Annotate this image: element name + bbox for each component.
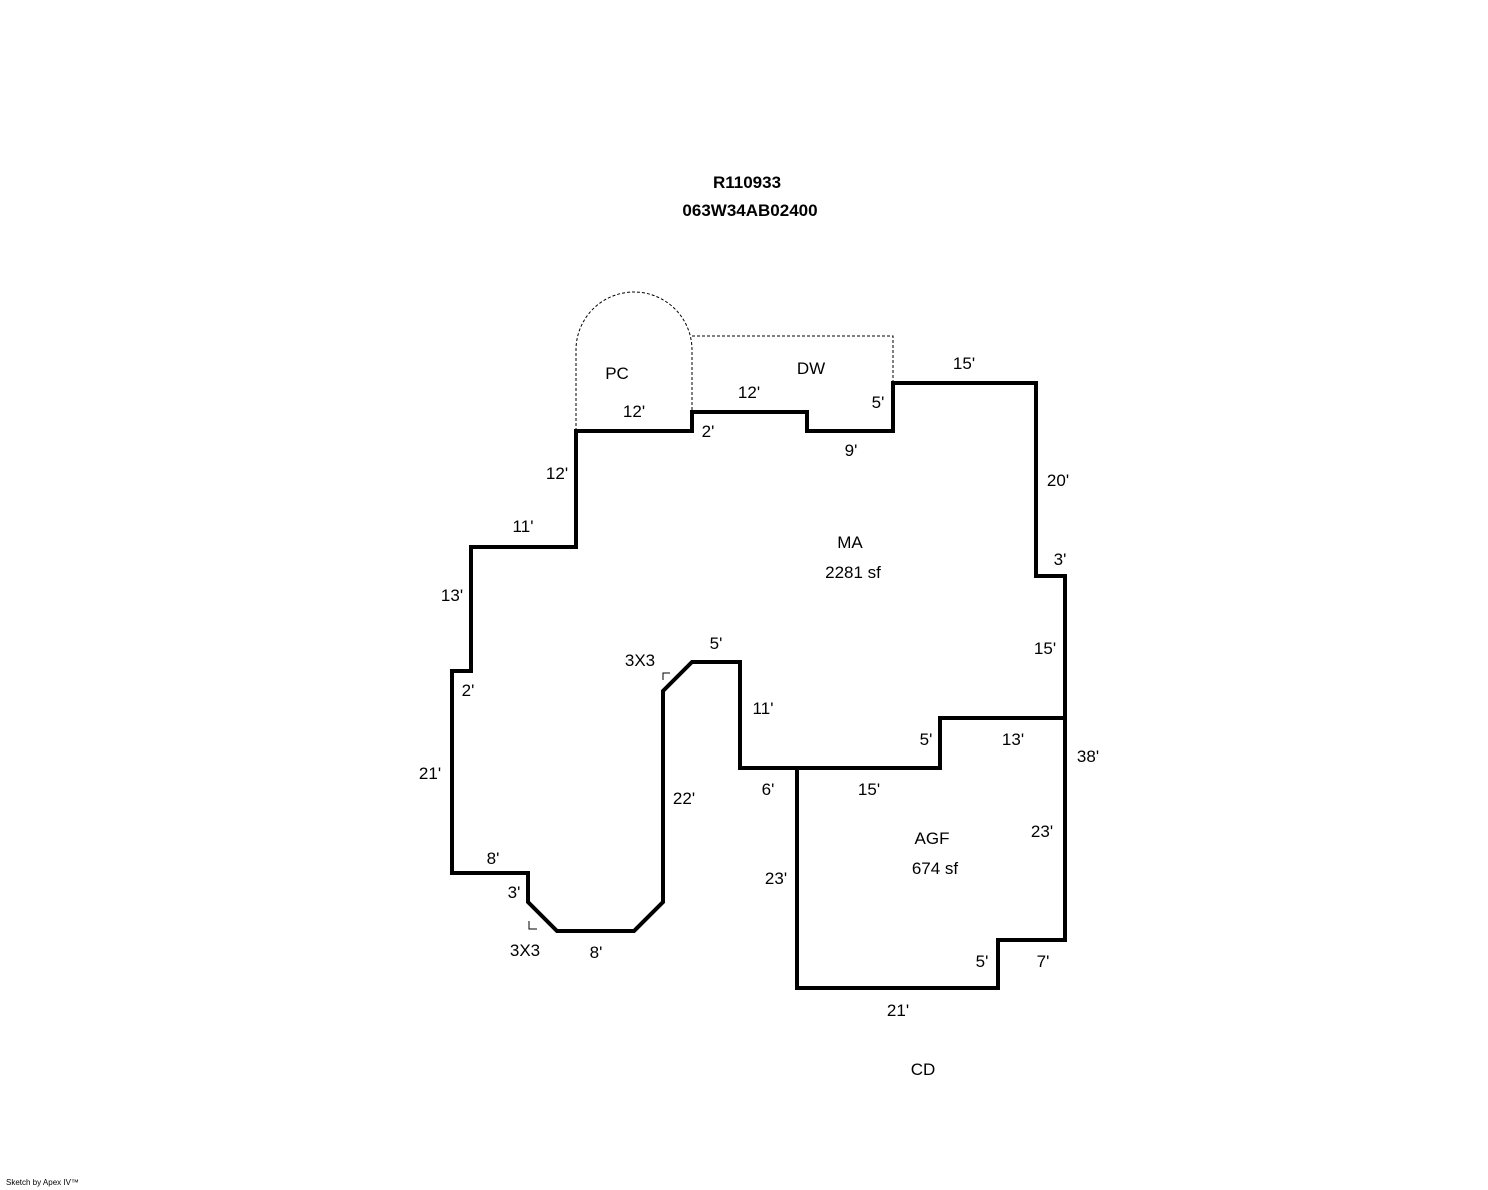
dimension-label: 13'	[441, 586, 463, 605]
area-label-pc: PC	[605, 364, 629, 383]
dimension-label: 20'	[1047, 471, 1069, 490]
dimension-label: 5'	[710, 634, 723, 653]
dimension-label: 3'	[1054, 550, 1067, 569]
agf-garage-outline	[795, 718, 1067, 990]
area-label-ma: MA	[837, 533, 863, 552]
area-label-agf: AGF	[915, 829, 950, 848]
dimension-label: 15'	[858, 780, 880, 799]
dimension-label: 38'	[1077, 747, 1099, 766]
dimension-label: 11'	[753, 699, 774, 718]
dimension-label: 2'	[702, 422, 715, 441]
dimension-labels: 15' 20' 3' 15' 38' 13' 5' 11' 5' 12' 5' …	[419, 354, 1099, 1020]
dimension-label: 12'	[546, 464, 568, 483]
dw-deck-outline	[692, 335, 894, 383]
dimension-label: 9'	[845, 441, 858, 460]
corner-note: 3X3	[625, 651, 655, 670]
dimension-label: 21'	[419, 764, 441, 783]
dimension-label: 13'	[1002, 730, 1024, 749]
footer-credit: Sketch by Apex IV™	[6, 1178, 79, 1187]
dimension-label: 23'	[765, 869, 787, 888]
dimension-label: 7'	[1037, 952, 1050, 971]
dimension-label: 6'	[762, 780, 775, 799]
dimension-label: 21'	[887, 1001, 909, 1020]
parcel-id: R110933	[713, 173, 781, 192]
corner-marker-icon	[528, 921, 537, 930]
dimension-label: 12'	[623, 402, 645, 421]
dimension-label: 23'	[1031, 822, 1053, 841]
area-size-ma: 2281 sf	[825, 563, 881, 582]
corner-marker-icon	[662, 672, 670, 680]
pc-porch-outline	[575, 291, 693, 431]
area-size-agf: 674 sf	[912, 859, 959, 878]
dimension-label: 15'	[953, 354, 975, 373]
dimension-label: 12'	[738, 383, 760, 402]
dimension-label: 8'	[590, 943, 603, 962]
dimension-label: 3'	[508, 883, 521, 902]
map-number: 063W34AB02400	[682, 201, 817, 220]
dimension-label: 2'	[462, 681, 475, 700]
area-label-dw: DW	[797, 359, 825, 378]
dimension-label: 5'	[920, 730, 933, 749]
dimension-label: 15'	[1034, 639, 1056, 658]
dimension-label: 11'	[513, 517, 534, 536]
dimension-label: 8'	[487, 849, 500, 868]
area-label-cd: CD	[911, 1060, 936, 1079]
ma-main-area-outline	[450, 381, 1067, 933]
dimension-label: 5'	[976, 952, 989, 971]
dimension-label: 22'	[673, 789, 695, 808]
corner-note: 3X3	[510, 941, 540, 960]
dimension-label: 5'	[872, 393, 885, 412]
